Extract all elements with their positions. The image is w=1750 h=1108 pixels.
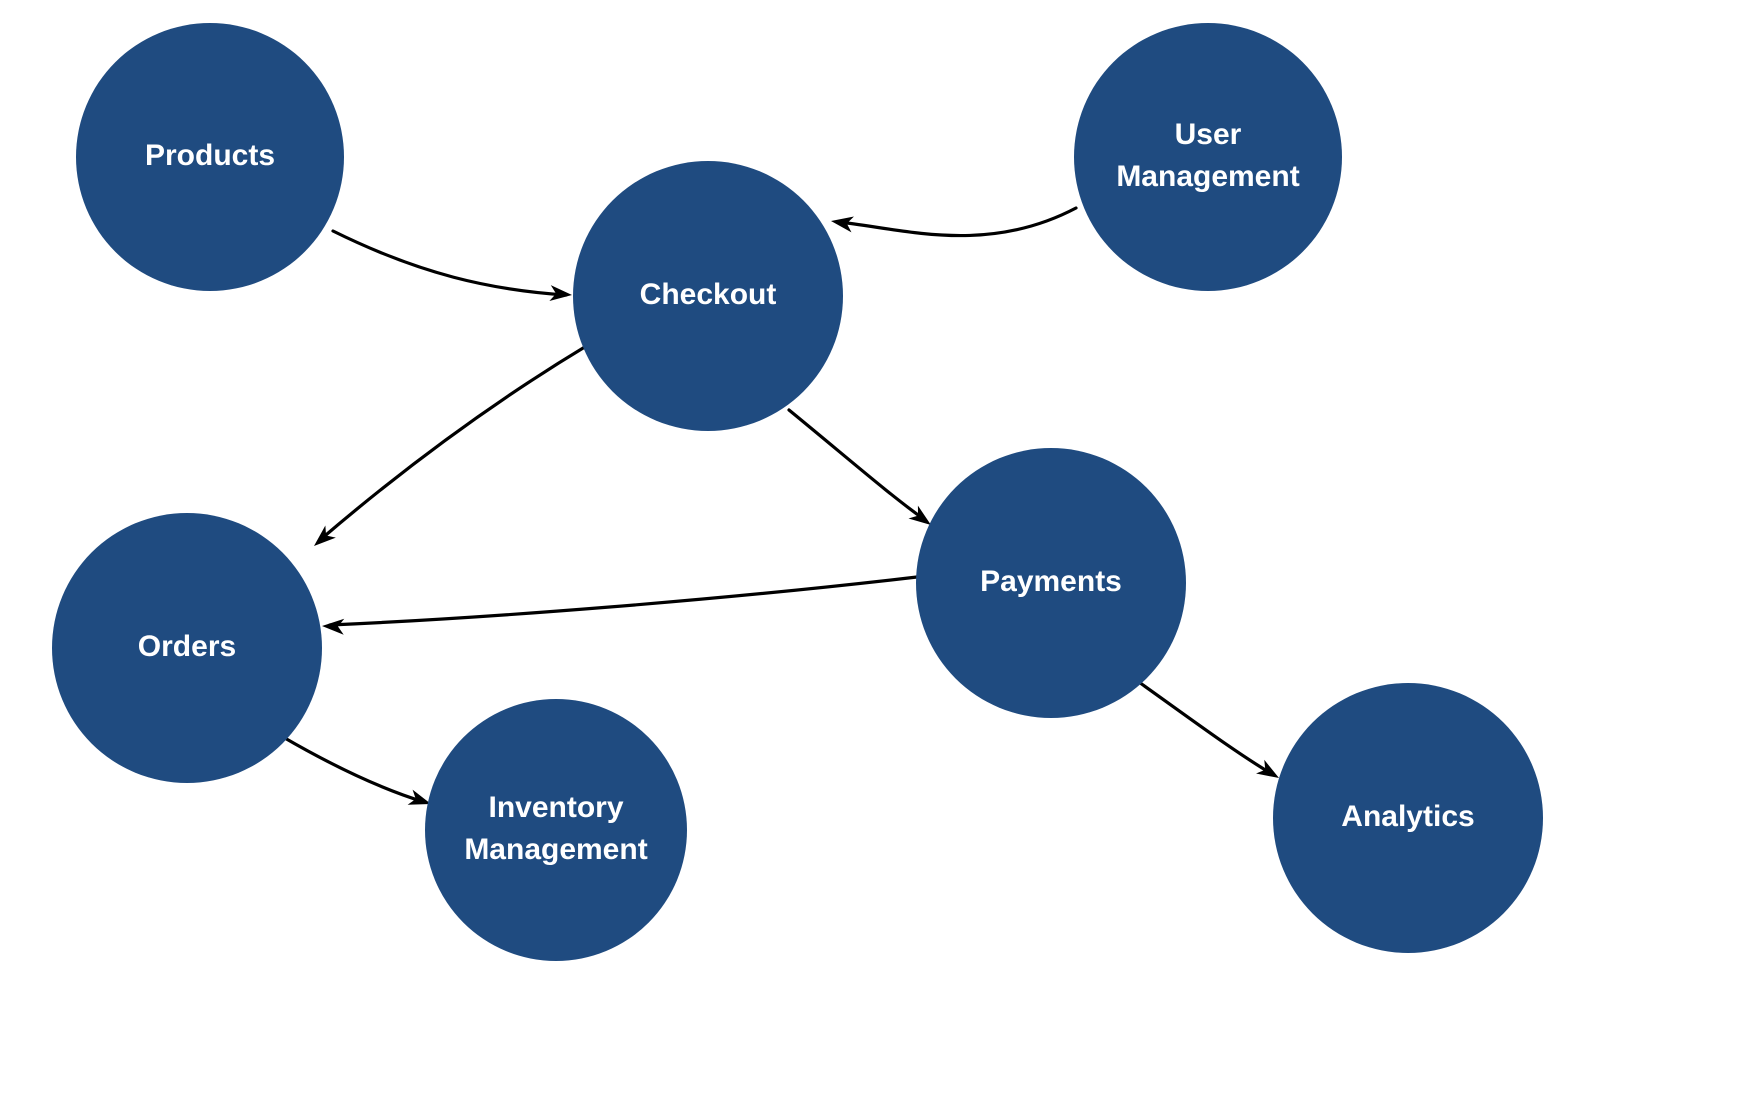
node-shape[interactable] <box>76 23 344 291</box>
edge-line <box>787 408 927 522</box>
edge-line <box>281 735 426 804</box>
edge-checkout-orders[interactable] <box>309 343 590 552</box>
edge-line <box>331 229 568 297</box>
arrowhead-icon <box>549 285 572 302</box>
arrowhead-icon <box>1256 759 1279 778</box>
edge-line <box>328 575 919 627</box>
node-payments[interactable]: Payments <box>916 448 1186 718</box>
arrowhead-icon <box>314 525 336 546</box>
node-shape[interactable] <box>425 699 687 961</box>
arrowhead-icon <box>407 789 431 805</box>
arrowhead-icon <box>908 505 931 525</box>
node-shape[interactable] <box>916 448 1186 718</box>
edge-payments-analytics[interactable] <box>1134 678 1283 785</box>
edge-line <box>1134 678 1274 776</box>
edge-products-checkout[interactable] <box>331 229 573 303</box>
arrowhead-icon <box>322 618 345 635</box>
node-checkout[interactable]: Checkout <box>573 161 843 431</box>
edge-orders-inventory[interactable] <box>281 735 433 812</box>
node-shape[interactable] <box>52 513 322 783</box>
edge-line <box>836 206 1078 238</box>
node-shape[interactable] <box>573 161 843 431</box>
edge-payments-orders[interactable] <box>322 575 919 635</box>
edges-layer <box>281 206 1283 812</box>
arrowhead-icon <box>831 216 854 233</box>
node-shape[interactable] <box>1074 23 1342 291</box>
edge-usermgmt-checkout[interactable] <box>830 206 1078 238</box>
node-products[interactable]: Products <box>76 23 344 291</box>
node-analytics[interactable]: Analytics <box>1273 683 1543 953</box>
node-orders[interactable]: Orders <box>52 513 322 783</box>
node-shape[interactable] <box>1273 683 1543 953</box>
edge-checkout-payments[interactable] <box>787 408 936 531</box>
edge-line <box>318 343 590 542</box>
